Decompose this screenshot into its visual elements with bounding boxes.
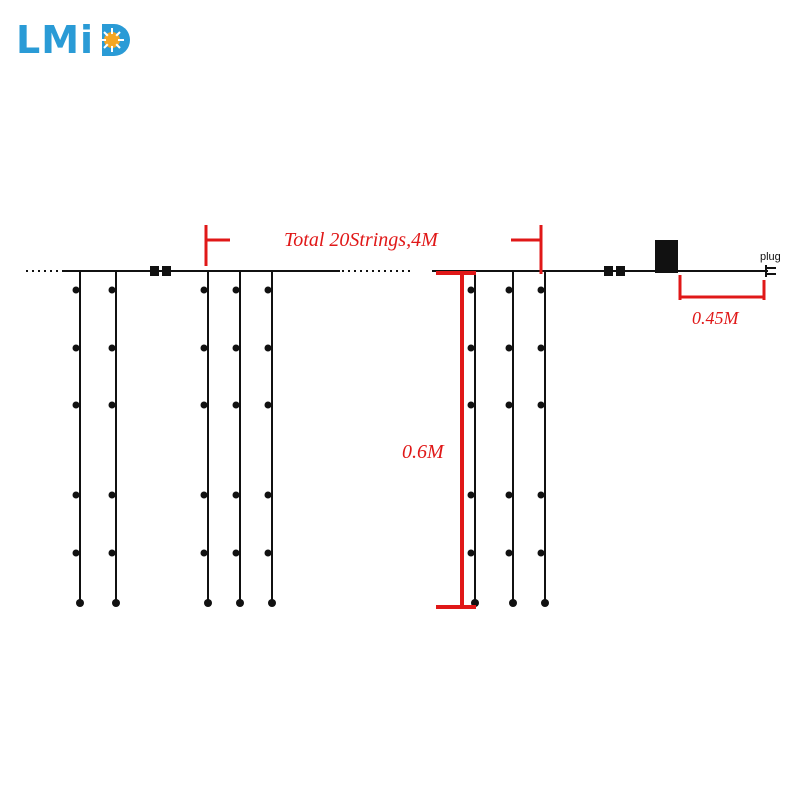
lead-cable-length-label: 0.45M (692, 308, 740, 328)
led-bulb (467, 401, 475, 409)
led-bulb (232, 401, 240, 409)
led-bulb-end (268, 599, 276, 607)
drop-length-label: 0.6M (402, 441, 445, 463)
led-bulb (537, 401, 545, 409)
led-bulb (467, 286, 475, 294)
led-bulb-end (541, 599, 549, 607)
led-bulb (264, 491, 272, 499)
led-bulb (264, 344, 272, 352)
led-bulb (467, 344, 475, 352)
drop-length-dimension (436, 271, 476, 609)
led-bulb (232, 286, 240, 294)
led-bulb (505, 344, 513, 352)
led-bulb (505, 549, 513, 557)
led-bulb (200, 401, 208, 409)
led-bulb (537, 344, 545, 352)
led-bulb (108, 286, 116, 294)
controller-box (655, 240, 678, 273)
led-bulb (72, 549, 80, 557)
led-bulb (537, 491, 545, 499)
led-bulb (72, 491, 80, 499)
led-bulb-end (236, 599, 244, 607)
led-bulb (108, 344, 116, 352)
led-bulb (505, 401, 513, 409)
led-bulb (232, 491, 240, 499)
led-bulb-end (112, 599, 120, 607)
led-bulb (200, 549, 208, 557)
lead-cable-dimension (678, 275, 766, 300)
led-bulb (264, 401, 272, 409)
connector-right (604, 266, 625, 276)
led-bulb (264, 286, 272, 294)
led-bulb (537, 549, 545, 557)
plug-icon (765, 265, 776, 277)
led-bulb (505, 286, 513, 294)
led-bulb (108, 491, 116, 499)
led-bulb (108, 401, 116, 409)
plug-label: plug (760, 251, 781, 263)
led-bulb-end (204, 599, 212, 607)
led-bulb (264, 549, 272, 557)
led-bulb (72, 401, 80, 409)
total-strings-label: Total 20Strings,4M (284, 229, 439, 251)
led-bulb (232, 549, 240, 557)
connector-left (150, 266, 171, 276)
led-bulb (232, 344, 240, 352)
led-bulb (467, 549, 475, 557)
hanging-strings (72, 271, 549, 607)
led-bulb (505, 491, 513, 499)
led-bulb-end (509, 599, 517, 607)
logo-text: LMi (16, 18, 95, 62)
led-bulb-end (76, 599, 84, 607)
led-bulb (72, 286, 80, 294)
led-bulb (200, 286, 208, 294)
led-bulb (72, 344, 80, 352)
led-bulb (108, 549, 116, 557)
led-bulb (537, 286, 545, 294)
brand-logo: LMi (16, 18, 136, 62)
total-width-dimension (204, 225, 543, 274)
led-bulb (200, 491, 208, 499)
led-bulb (200, 344, 208, 352)
led-bulb (467, 491, 475, 499)
logo-sun-d-icon (100, 24, 131, 56)
